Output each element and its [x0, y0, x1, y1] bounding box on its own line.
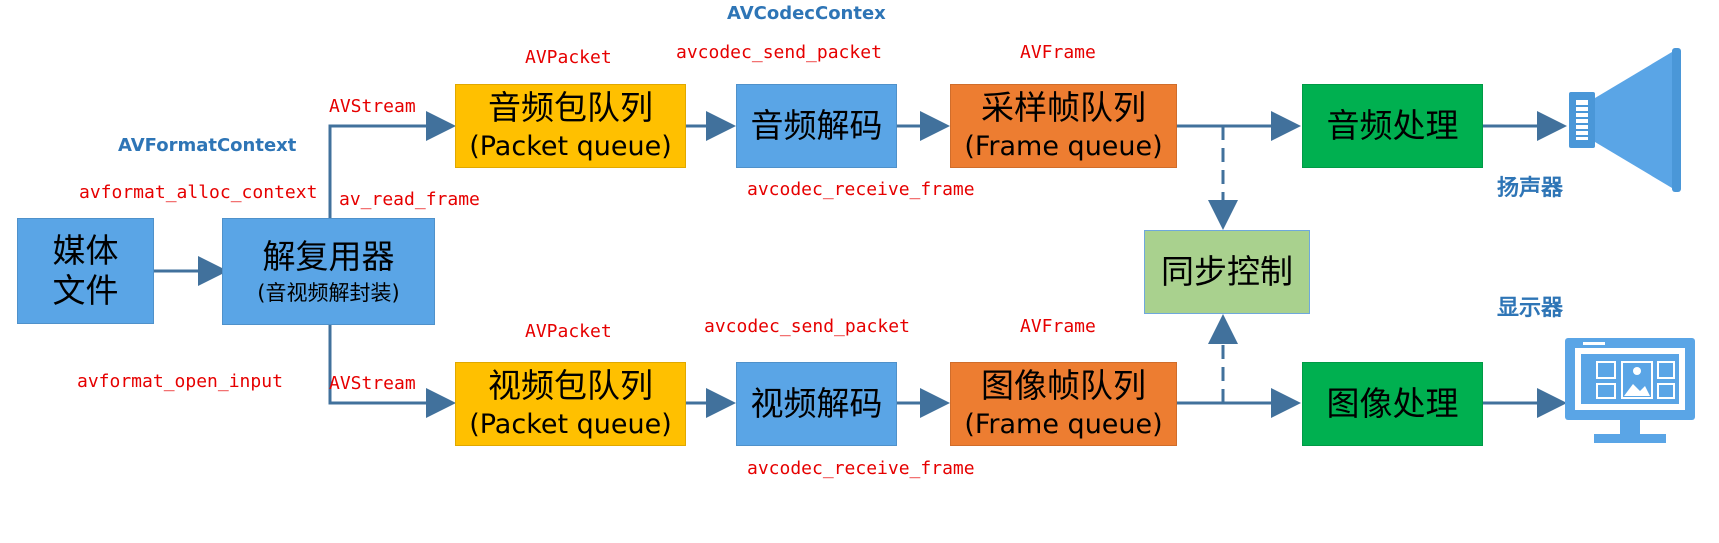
audio-packet-queue-subtitle: (Packet queue)	[469, 131, 672, 162]
api-receive-frame-audio: avcodec_receive_frame	[747, 179, 975, 200]
demuxer-subtitle: (音视频解封装)	[257, 280, 400, 305]
audio-decode-box: 音频解码	[736, 84, 897, 168]
sample-frame-queue-subtitle: (Frame queue)	[964, 131, 1163, 162]
api-stream-audio: AVStream	[329, 96, 416, 117]
media-file-box: 媒体 文件	[17, 218, 154, 324]
image-frame-queue-box: 图像帧队列 (Frame queue)	[950, 362, 1177, 446]
api-stream-video: AVStream	[329, 373, 416, 394]
audio-process-box: 音频处理	[1302, 84, 1483, 168]
video-packet-queue-box: 视频包队列 (Packet queue)	[455, 362, 686, 446]
sample-frame-queue-box: 采样帧队列 (Frame queue)	[950, 84, 1177, 168]
demuxer-title: 解复用器	[262, 236, 395, 276]
audio-decode-label: 音频解码	[750, 106, 883, 145]
api-read-frame: av_read_frame	[339, 189, 480, 210]
display-label: 显示器	[1497, 296, 1564, 321]
video-packet-queue-title: 视频包队列	[488, 366, 653, 405]
format-context-label: AVFormatContext	[118, 135, 297, 156]
audio-packet-queue-box: 音频包队列 (Packet queue)	[455, 84, 686, 168]
sync-control-label: 同步控制	[1161, 252, 1293, 291]
image-process-box: 图像处理	[1302, 362, 1483, 446]
image-process-label: 图像处理	[1326, 384, 1459, 423]
api-frame-video: AVFrame	[1020, 316, 1096, 337]
api-alloc-context: avformat_alloc_context	[79, 182, 318, 203]
audio-packet-queue-title: 音频包队列	[488, 88, 653, 127]
sync-control-box: 同步控制	[1144, 230, 1310, 314]
monitor-icon	[1565, 338, 1695, 443]
speaker-icon	[1569, 48, 1681, 192]
image-frame-queue-subtitle: (Frame queue)	[964, 409, 1163, 440]
media-file-line1: 媒体	[52, 231, 119, 270]
connector-demuxer-up	[328, 111, 456, 218]
codec-context-label: AVCodecContex	[727, 3, 886, 24]
api-frame-audio: AVFrame	[1020, 42, 1096, 63]
api-packet-video: AVPacket	[525, 321, 612, 342]
demuxer-box: 解复用器 (音视频解封装)	[222, 218, 435, 325]
video-decode-label: 视频解码	[750, 384, 883, 423]
api-receive-frame-video: avcodec_receive_frame	[747, 458, 975, 479]
connector-demuxer-down	[328, 325, 456, 418]
media-file-line2: 文件	[52, 271, 119, 310]
video-packet-queue-subtitle: (Packet queue)	[469, 409, 672, 440]
api-open-input: avformat_open_input	[77, 371, 283, 392]
image-frame-queue-title: 图像帧队列	[981, 366, 1146, 405]
speaker-label: 扬声器	[1497, 176, 1564, 201]
sample-frame-queue-title: 采样帧队列	[981, 88, 1146, 127]
video-decode-box: 视频解码	[736, 362, 897, 446]
api-send-packet-audio: avcodec_send_packet	[676, 42, 882, 63]
api-packet-audio: AVPacket	[525, 47, 612, 68]
audio-process-label: 音频处理	[1326, 106, 1459, 145]
api-send-packet-video: avcodec_send_packet	[704, 316, 910, 337]
